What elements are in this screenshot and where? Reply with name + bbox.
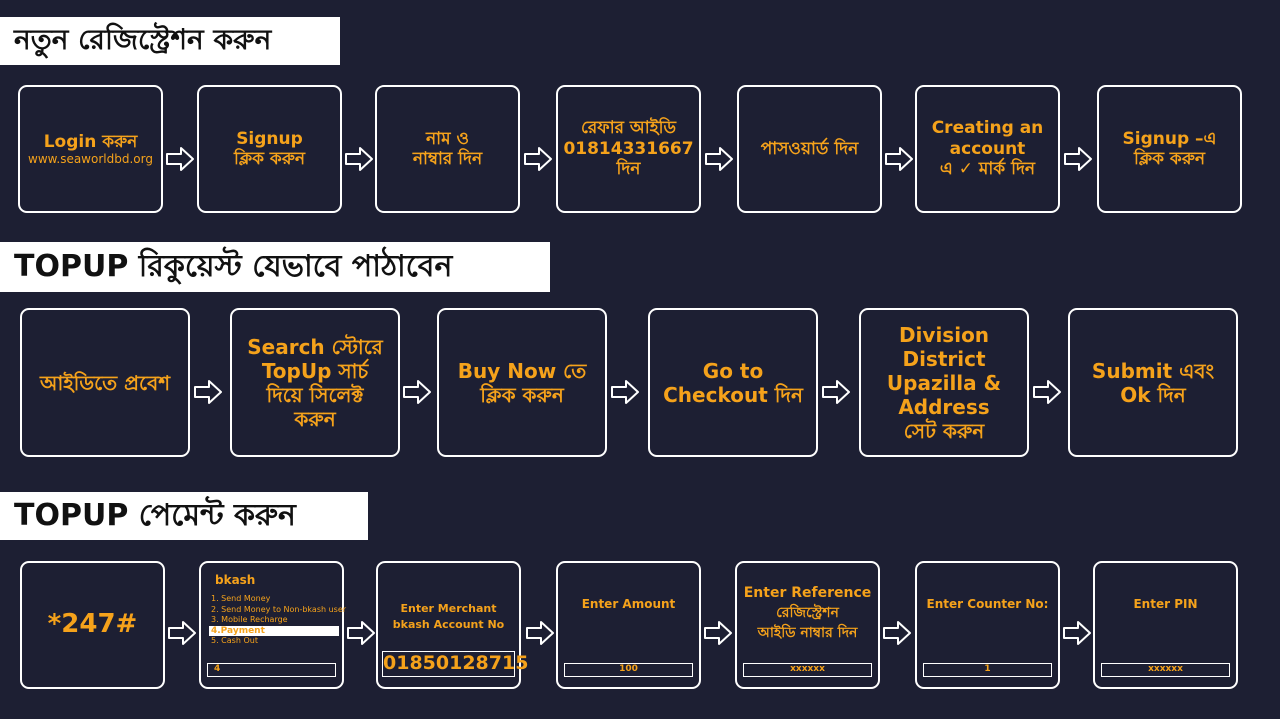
step-checkout: Go to Checkout দিন (648, 308, 818, 457)
website-url: www.seaworldbd.org (28, 152, 153, 166)
arrow-right-icon (704, 146, 734, 172)
arrow-right-icon (703, 620, 733, 646)
step-text: পাসওয়ার্ড দিন (760, 138, 859, 159)
step-text: এ ✓ মার্ক দিন (939, 159, 1036, 180)
label-text: রেজিস্ট্রেশন (776, 605, 839, 621)
step-text: Signup –এ (1122, 128, 1217, 149)
step-signup: Signup ক্লিক করুন (197, 85, 342, 213)
step-text: Go to (702, 358, 764, 383)
step-search-topup: Search স্টোরে TopUp সার্চ দিয়ে সিলেক্ট … (230, 308, 400, 457)
label-text: Enter Reference (743, 585, 872, 601)
arrow-right-icon (525, 620, 555, 646)
step-text: Ok দিন (1120, 382, 1186, 407)
reference-label: Enter Reference রেজিস্ট্রেশন আইডি নাম্বা… (737, 583, 878, 643)
step-text: Search স্টোরে (247, 334, 383, 359)
section-title-topup-payment: TOPUP পেমেন্ট করুন (0, 492, 368, 540)
step-text: Buy Now তে (457, 358, 587, 383)
step-submit: Submit এবং Ok দিন (1068, 308, 1238, 457)
step-creating-account: Creating an account এ ✓ মার্ক দিন (915, 85, 1060, 213)
step-text: TopUp সার্চ (261, 358, 369, 383)
menu-item-selected: 4.Payment (209, 625, 339, 636)
step-text: Checkout দিন (663, 382, 803, 407)
ussd-code: *247# (47, 609, 138, 640)
arrow-right-icon (610, 379, 640, 405)
step-text: District (902, 346, 986, 371)
section-title-topup-request: TOPUP রিকুয়েস্ট যেভাবে পাঠাবেন (0, 242, 550, 292)
step-text: Creating an (931, 118, 1044, 139)
arrow-right-icon (882, 620, 912, 646)
menu-item: 2. Send Money to Non-bkash user (211, 604, 347, 614)
step-name-number: নাম ও নাম্বার দিন (375, 85, 520, 213)
step-login: Login করুন www.seaworldbd.org (18, 85, 163, 213)
step-text: Submit এবং (1091, 358, 1215, 383)
label-text: আইডি নাম্বার দিন (757, 625, 858, 641)
step-text: ক্লিক করুন (1133, 149, 1206, 169)
step-text: করুন (294, 406, 336, 431)
step-text: Login করুন (43, 131, 138, 152)
reference-field: xxxxxx (743, 663, 872, 677)
merchant-label: Enter Merchant bkash Account No (378, 601, 519, 633)
arrow-right-icon (167, 620, 197, 646)
arrow-right-icon (884, 146, 914, 172)
merchant-number-field: 01850128715 (382, 651, 528, 677)
arrow-right-icon (344, 146, 374, 172)
menu-item: 1. Send Money (211, 594, 271, 603)
step-refer-id: রেফার আইডি 01814331667 দিন (556, 85, 701, 213)
step-text: Upazilla & (886, 370, 1002, 395)
step-text: Address (898, 394, 990, 419)
step-text: Division (898, 322, 990, 347)
pin-label: Enter PIN (1133, 597, 1198, 611)
step-text: ক্লিক করুন (480, 382, 564, 407)
step-text: নাম ও (426, 128, 469, 149)
arrow-right-icon (1063, 146, 1093, 172)
amount-label: Enter Amount (581, 597, 676, 611)
step-text: Signup (236, 128, 303, 149)
step-text: account (949, 138, 1026, 159)
arrow-right-icon (165, 146, 195, 172)
arrow-right-icon (346, 620, 376, 646)
step-text: ক্লিক করুন (233, 149, 306, 169)
arrow-right-icon (402, 379, 432, 405)
step-counter: Enter Counter No: 1 (915, 561, 1060, 689)
arrow-right-icon (523, 146, 553, 172)
counter-label: Enter Counter No: (926, 597, 1049, 611)
step-merchant-account: Enter Merchant bkash Account No 01850128… (376, 561, 528, 689)
step-text: আইডিতে প্রবেশ (39, 370, 171, 395)
step-pin: Enter PIN xxxxxx (1093, 561, 1238, 689)
counter-field: 1 (923, 663, 1052, 677)
label-text: Enter Merchant (400, 602, 497, 615)
pin-field: xxxxxx (1101, 663, 1230, 677)
arrow-right-icon (193, 379, 223, 405)
menu-input-field: 4 (207, 663, 336, 677)
step-amount: Enter Amount 100 (556, 561, 701, 689)
step-bkash-menu: bkash 1. Send Money 2. Send Money to Non… (199, 561, 347, 689)
step-password: পাসওয়ার্ড দিন (737, 85, 882, 213)
step-buy-now: Buy Now তে ক্লিক করুন (437, 308, 607, 457)
bkash-menu-title: bkash (215, 573, 256, 587)
step-text: রেফার আইডি (581, 118, 676, 139)
refer-id-number: 01814331667 (563, 138, 694, 159)
step-address: Division District Upazilla & Address সেট… (859, 308, 1029, 457)
step-text: নাম্বার দিন (412, 149, 483, 169)
step-text: সেট করুন (903, 418, 985, 443)
step-id-login: আইডিতে প্রবেশ (20, 308, 190, 457)
label-text: bkash Account No (392, 618, 505, 631)
arrow-right-icon (1062, 620, 1092, 646)
step-dial-code: *247# (20, 561, 165, 689)
menu-item: 3. Mobile Recharge (211, 615, 288, 624)
arrow-right-icon (821, 379, 851, 405)
step-signup-click: Signup –এ ক্লিক করুন (1097, 85, 1242, 213)
section-title-registration: নতুন রেজিস্ট্রেশন করুন (0, 17, 340, 65)
bkash-menu-list: 1. Send Money 2. Send Money to Non-bkash… (209, 594, 347, 647)
amount-field: 100 (564, 663, 693, 677)
step-text: দিন (616, 159, 641, 180)
arrow-right-icon (1032, 379, 1062, 405)
menu-item: 5. Cash Out (211, 636, 258, 645)
step-reference: Enter Reference রেজিস্ট্রেশন আইডি নাম্বা… (735, 561, 880, 689)
step-text: দিয়ে সিলেক্ট (266, 382, 364, 407)
